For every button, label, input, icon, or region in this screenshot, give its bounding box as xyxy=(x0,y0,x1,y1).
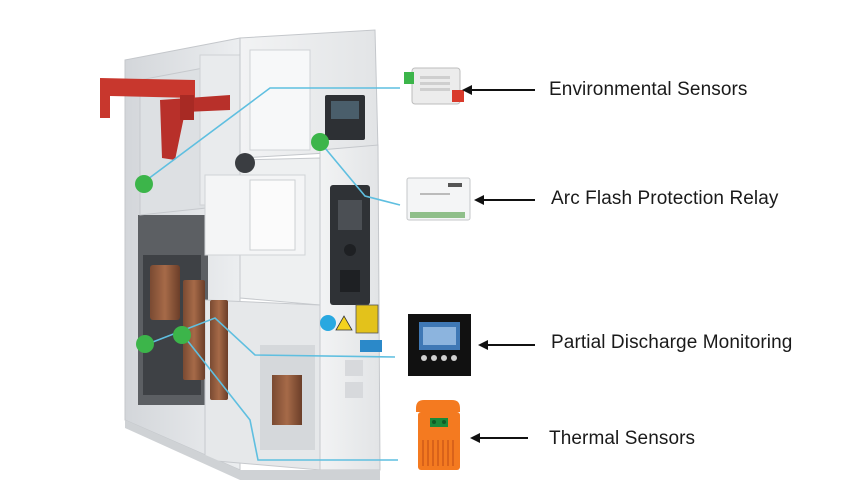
arrow-arc-flash xyxy=(474,195,535,205)
busbar xyxy=(100,78,195,118)
partial-discharge-label: Partial Discharge Monitoring xyxy=(551,332,793,353)
thermal-sensor-icon xyxy=(416,400,460,470)
ultrasonic-marker xyxy=(320,315,336,331)
arrow-partial-discharge xyxy=(478,340,535,350)
thermal-sensors-label: Thermal Sensors xyxy=(549,428,696,449)
arc-relay-icon xyxy=(406,177,471,221)
environmental-sensors-label: Environmental Sensors xyxy=(549,79,748,100)
pd-monitor-icon xyxy=(408,314,471,376)
busbar xyxy=(160,95,230,160)
environmental-sensor-icon xyxy=(404,67,464,105)
arrow-environmental xyxy=(462,85,535,95)
sensor-marker xyxy=(173,326,191,344)
arrow-thermal xyxy=(470,433,528,443)
sensor-marker xyxy=(135,175,153,193)
sensor-marker xyxy=(311,133,329,151)
switchgear-cabinet xyxy=(100,29,382,480)
arrows xyxy=(462,85,535,443)
sensor-markers xyxy=(135,133,336,353)
sensor-marker xyxy=(136,335,154,353)
breaker-knob xyxy=(235,153,255,173)
arc-flash-relay-label: Arc Flash Protection Relay xyxy=(551,188,779,209)
